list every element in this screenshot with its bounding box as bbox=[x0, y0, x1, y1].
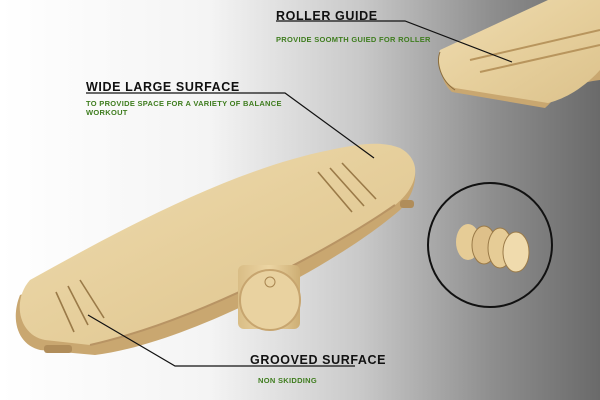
leader-roller-guide bbox=[276, 20, 513, 63]
roller-guide-subtitle: PROVIDE SOOMTH GUIED FOR ROLLER bbox=[276, 35, 431, 44]
wide-surface-title: WIDE LARGE SURFACE bbox=[86, 80, 240, 94]
leader-wide-surface bbox=[86, 92, 375, 159]
roller-cylinder bbox=[238, 265, 301, 331]
callout-wide-surface: WIDE LARGE SURFACE TO PROVIDE SPACE FOR … bbox=[86, 80, 296, 117]
leader-lines bbox=[86, 20, 513, 367]
grooved-surface-subtitle: NON SKIDDING bbox=[258, 376, 318, 385]
balance-board bbox=[15, 143, 416, 355]
callout-grooved-surface: GROOVED SURFACE NON SKIDDING bbox=[250, 353, 386, 385]
roller-guide-board bbox=[438, 0, 600, 108]
grooved-surface-title: GROOVED SURFACE bbox=[250, 353, 387, 367]
callout-roller-guide: ROLLER GUIDE PROVIDE SOOMTH GUIED FOR RO… bbox=[276, 9, 431, 44]
roller-discs-detail bbox=[427, 182, 553, 308]
wide-surface-subtitle: TO PROVIDE SPACE FOR A VARIETY OF BALANC… bbox=[86, 99, 282, 117]
roller-guide-title: ROLLER GUIDE bbox=[276, 9, 378, 23]
leader-grooved-surface bbox=[87, 314, 355, 367]
